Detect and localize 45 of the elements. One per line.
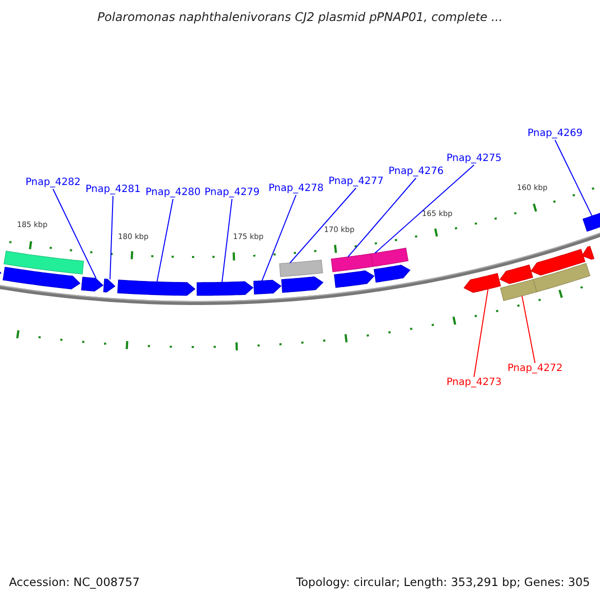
gene-feature bbox=[582, 210, 600, 232]
gene-feature bbox=[532, 262, 590, 292]
leader-line bbox=[222, 198, 232, 283]
title: Polaromonas naphthalenivorans CJ2 plasmid pPNAP01, complete ... bbox=[97, 11, 503, 23]
leader-line bbox=[474, 288, 488, 378]
gene-label: Pnap_4281 bbox=[85, 184, 141, 196]
gene-feature bbox=[117, 280, 196, 296]
gene-feature bbox=[334, 270, 374, 288]
footer-text: Topology: circular; Length: 353,291 bp; Genes: 305 bbox=[296, 576, 590, 588]
gene-feature bbox=[2, 266, 80, 290]
gene-label: Pnap_4278 bbox=[268, 183, 324, 195]
gene-feature bbox=[103, 278, 116, 292]
gene-feature bbox=[464, 273, 501, 293]
gene-feature bbox=[370, 248, 408, 267]
footer-text: Accession: NC_008757 bbox=[9, 576, 140, 588]
leader-line bbox=[110, 196, 114, 280]
leader-line bbox=[52, 188, 96, 279]
gene-label: Pnap_4282 bbox=[25, 177, 81, 189]
gene-label: Pnap_4272 bbox=[507, 363, 563, 375]
leader-line bbox=[374, 164, 474, 254]
gene-feature bbox=[330, 253, 374, 272]
gene-label: Pnap_4279 bbox=[204, 187, 260, 199]
gene-feature bbox=[582, 246, 594, 260]
gene-feature bbox=[500, 264, 534, 284]
gene-label: Pnap_4275 bbox=[446, 153, 502, 165]
leader-line bbox=[522, 295, 536, 364]
gene-feature bbox=[500, 279, 538, 302]
gene-feature bbox=[196, 281, 254, 296]
leader-line bbox=[554, 140, 592, 216]
leader-line bbox=[290, 188, 356, 264]
gene-feature bbox=[253, 280, 282, 294]
gene-label: Pnap_4269 bbox=[527, 128, 583, 140]
gene-label: Pnap_4280 bbox=[145, 187, 201, 199]
leader-line bbox=[262, 194, 296, 282]
gene-label: Pnap_4273 bbox=[446, 377, 502, 389]
gene-feature bbox=[281, 276, 324, 293]
gene-feature bbox=[279, 260, 323, 277]
gene-label: Pnap_4276 bbox=[388, 166, 444, 178]
leader-line bbox=[348, 178, 416, 258]
gene-feature bbox=[374, 264, 410, 283]
gene-feature bbox=[530, 248, 586, 276]
gene-label: Pnap_4277 bbox=[328, 176, 384, 188]
gene-feature bbox=[81, 276, 104, 292]
gene-feature bbox=[4, 250, 84, 274]
leader-line bbox=[156, 198, 174, 282]
